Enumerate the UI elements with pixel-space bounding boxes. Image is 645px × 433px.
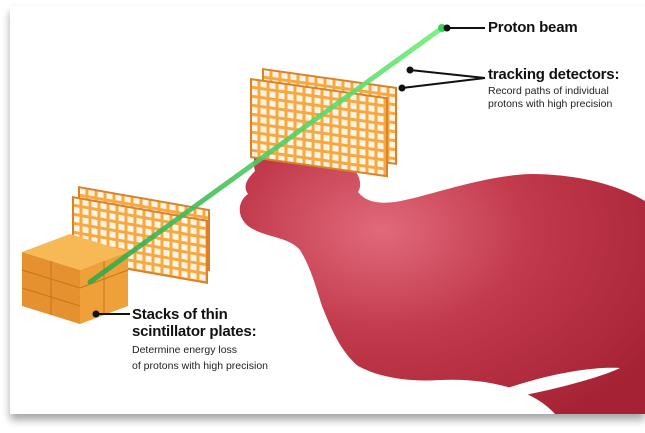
diagram-frame: Proton beam tracking detectors: Record p… bbox=[10, 6, 645, 414]
stacks-title-2: scintillator plates: bbox=[132, 323, 256, 340]
patient-body bbox=[240, 131, 645, 414]
stacks-desc-2: of protons with high precision bbox=[132, 360, 268, 373]
tracking-detectors-desc-2: protons with high precision bbox=[488, 98, 612, 111]
tracking-detectors-back bbox=[250, 68, 397, 177]
stacks-desc-1: Determine energy loss bbox=[132, 344, 237, 357]
proton-beam-label: Proton beam bbox=[488, 19, 577, 36]
stacks-title-1: Stacks of thin bbox=[132, 306, 228, 323]
scintillator-stacks bbox=[22, 234, 128, 324]
tracking-detectors-title: tracking detectors: bbox=[488, 66, 619, 83]
tracking-detectors-desc-1: Record paths of individual bbox=[488, 85, 609, 98]
